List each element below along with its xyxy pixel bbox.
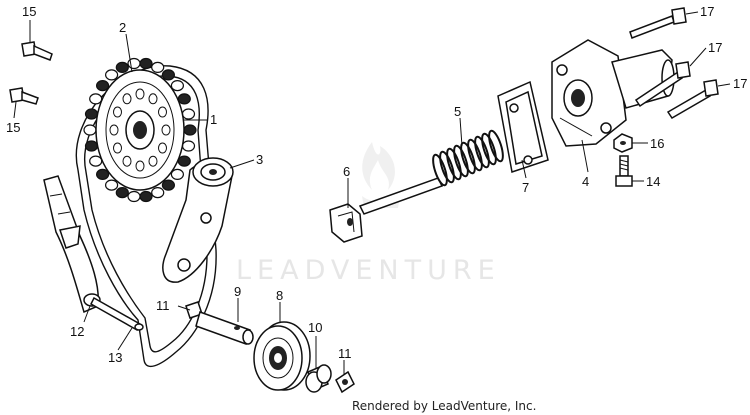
- sprocket-tooth: [151, 187, 165, 199]
- sprocket-tooth: [127, 190, 141, 203]
- leader-lines: [13, 11, 731, 374]
- sprocket-hole: [113, 106, 122, 118]
- callout-9: 9: [234, 284, 241, 299]
- sprocket-tooth: [95, 79, 110, 92]
- sprocket-bolt-lower: [9, 87, 39, 105]
- callout-15-upper: 15: [22, 4, 36, 19]
- spring-coil: [453, 144, 469, 178]
- sprocket-hole: [135, 88, 145, 100]
- spring-coil: [488, 129, 504, 163]
- sprocket-tooth: [104, 69, 119, 81]
- sprocket-tooth: [177, 93, 191, 105]
- spring-coil: [460, 141, 476, 175]
- housing-gasket: [497, 80, 549, 173]
- sprocket-tooth: [181, 140, 196, 152]
- callout-10: 10: [308, 320, 322, 335]
- tensioner-push-rod: [329, 177, 444, 243]
- sprocket-hole: [135, 160, 145, 172]
- sprocket-tooth: [151, 61, 165, 74]
- tensioner-arm: [43, 175, 101, 314]
- roller-collar: [305, 364, 332, 393]
- sprocket-tooth: [177, 155, 191, 167]
- housing-bolt-middle: [634, 61, 691, 108]
- spring-coil: [474, 135, 490, 169]
- sprocket-tooth: [89, 93, 103, 105]
- housing-bolt-lower: [666, 79, 719, 120]
- callout-11-lower: 11: [338, 346, 352, 361]
- sprocket-tooth: [89, 155, 103, 167]
- sprocket-tooth: [183, 124, 197, 136]
- callout-6: 6: [343, 164, 350, 179]
- spring-coil: [432, 153, 448, 187]
- sprocket-hole: [161, 124, 171, 136]
- pivot-pin: [90, 296, 144, 332]
- callout-3: 3: [256, 152, 263, 167]
- sprocket-tooth: [115, 61, 129, 74]
- sprocket-tooth: [104, 179, 119, 191]
- sprocket-tooth: [170, 168, 184, 180]
- sprocket-tooth: [139, 57, 153, 70]
- cam-sprocket: [83, 57, 197, 203]
- sprocket-hole: [158, 142, 167, 154]
- tensioner-roller: [253, 321, 311, 391]
- spring-coil: [446, 147, 462, 181]
- sprocket-hole: [148, 155, 158, 167]
- sprocket-tooth: [84, 140, 99, 152]
- callout-16: 16: [650, 136, 664, 151]
- sprocket-tooth: [181, 108, 196, 120]
- sprocket-tooth: [161, 69, 175, 81]
- sprocket-tooth: [95, 168, 110, 180]
- callout-4: 4: [582, 174, 589, 189]
- sprocket-hole: [109, 124, 119, 136]
- housing-bolt-top: [629, 7, 687, 39]
- callouts: 1 2 3 4 5 6 7 8 9 10 11 11 12 13 14 15 1…: [6, 4, 747, 365]
- callout-1: 1: [210, 112, 217, 127]
- callout-8: 8: [276, 288, 283, 303]
- sprocket-hole: [158, 106, 167, 118]
- spring-coil: [439, 150, 455, 184]
- callout-17-middle: 17: [708, 40, 722, 55]
- roller-pin: [195, 311, 254, 345]
- sprocket-hole: [113, 142, 122, 154]
- callout-11-upper: 11: [156, 298, 170, 313]
- lock-nut: [613, 133, 633, 153]
- sprocket-tooth: [115, 187, 129, 199]
- pin-clip-lower: [335, 370, 355, 394]
- callout-12: 12: [70, 324, 84, 339]
- sprocket-tooth: [161, 179, 175, 191]
- sprocket-lightening-holes: [109, 88, 171, 172]
- sprocket-tooth: [170, 79, 184, 92]
- tensioner-spring: [432, 129, 504, 187]
- callout-5: 5: [454, 104, 461, 119]
- spring-coil: [481, 132, 497, 166]
- sprocket-hole: [148, 93, 158, 105]
- callout-17-lower: 17: [733, 76, 747, 91]
- spring-coil: [467, 138, 483, 172]
- spring-coils: [432, 129, 504, 187]
- callout-2: 2: [119, 20, 126, 35]
- callout-7: 7: [522, 180, 529, 195]
- watermark-text: LEADVENTURE: [236, 255, 501, 286]
- callout-15-lower: 15: [6, 120, 20, 135]
- sprocket-hole: [122, 155, 132, 167]
- callout-14: 14: [646, 174, 660, 189]
- sprocket-bolt-upper: [21, 41, 53, 61]
- sprocket-tooth: [84, 108, 99, 120]
- callout-13: 13: [108, 350, 122, 365]
- adjuster-bolt: [615, 155, 633, 187]
- sprocket-hole: [122, 93, 132, 105]
- guide-roller-assembly: [162, 157, 234, 283]
- credit-text: Rendered by LeadVenture, Inc.: [352, 399, 536, 413]
- sprocket-tooth: [139, 190, 153, 203]
- sprocket-tooth: [83, 124, 97, 136]
- callout-17-top: 17: [700, 4, 714, 19]
